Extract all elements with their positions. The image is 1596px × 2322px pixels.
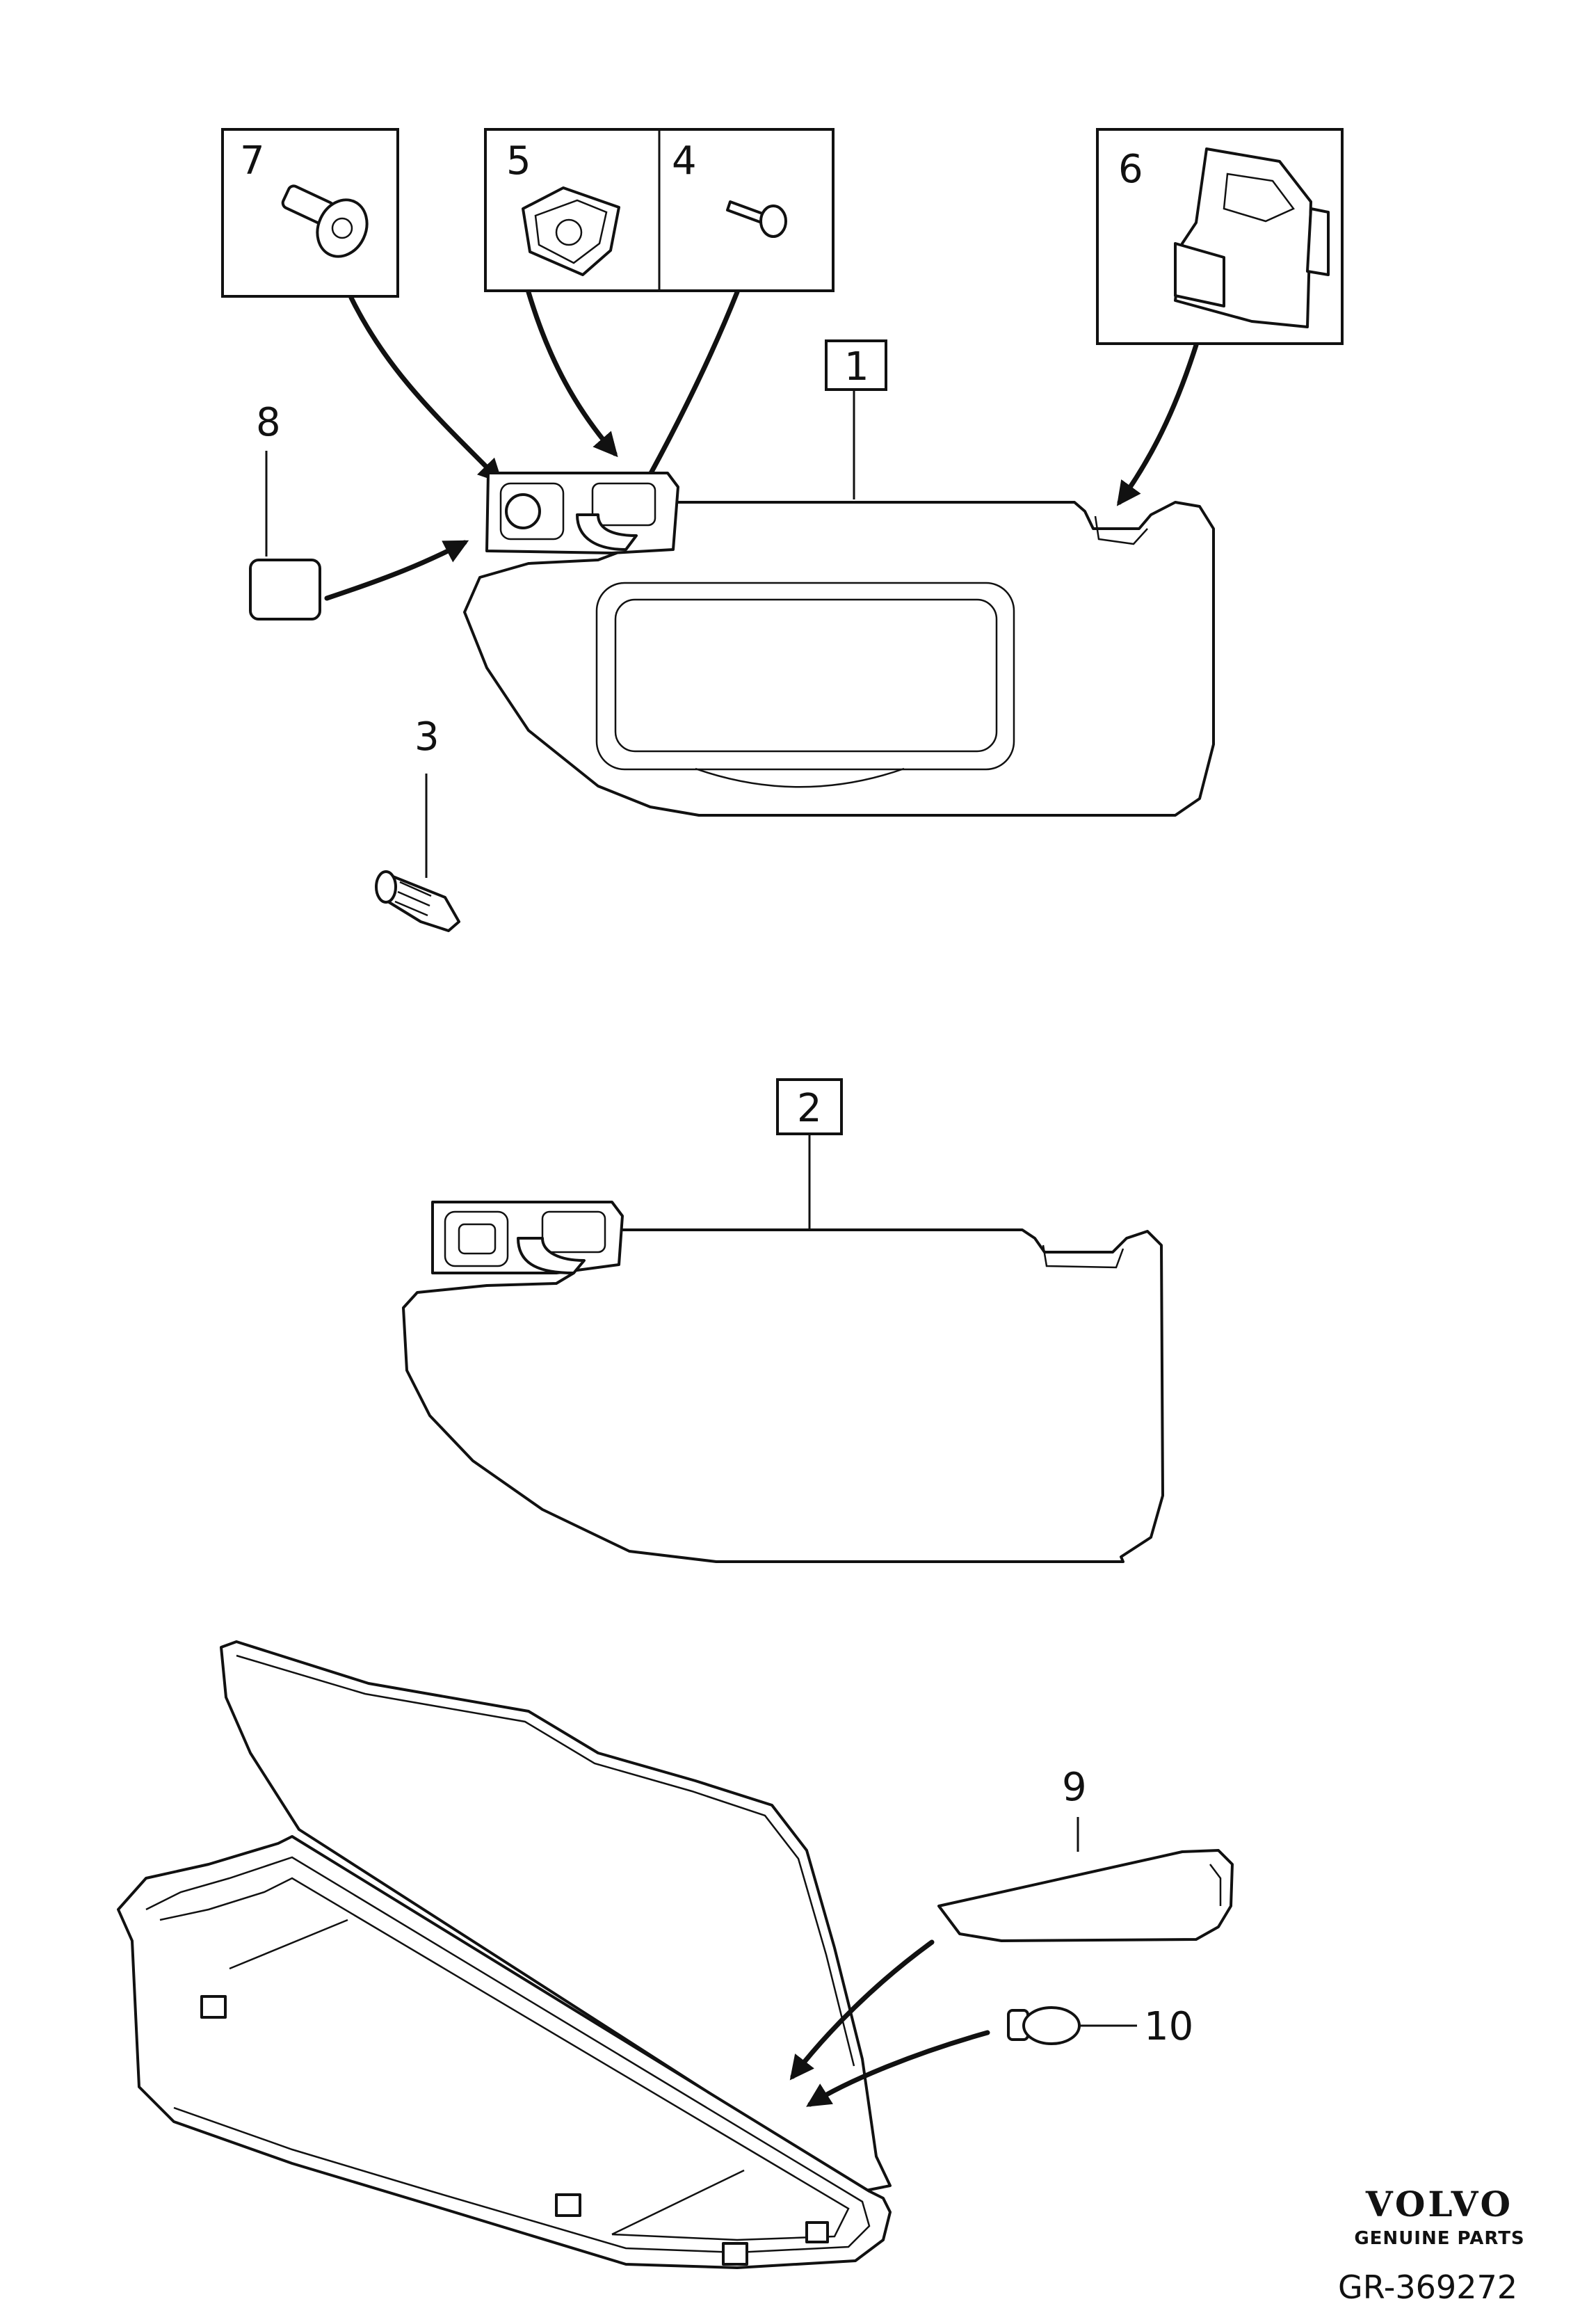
mount-bracket-2	[431, 1201, 624, 1274]
mount-bracket-1	[485, 472, 679, 554]
callout-8: 8	[256, 400, 281, 445]
callout-10-group: 10	[1007, 2004, 1193, 2049]
callout-2: 2	[797, 1086, 822, 1131]
callout-5: 5	[506, 138, 531, 184]
detail-box-7: 7	[221, 128, 399, 298]
bulb-part-10	[1007, 2006, 1081, 2045]
callout-9: 9	[1062, 1765, 1087, 1810]
vanity-mirror-assembly	[117, 1640, 892, 2269]
callout-box-1: 1	[825, 339, 887, 499]
clip-part-5	[522, 186, 620, 276]
detail-box-6: 6	[1096, 128, 1344, 345]
screw-part-4	[726, 200, 787, 238]
diagram-reference: GR-369272	[1338, 2268, 1517, 2306]
cap-part-8	[249, 559, 321, 620]
callout-10: 10	[1144, 2004, 1193, 2049]
callout-3-group: 3	[375, 714, 460, 932]
holder-part-6	[1174, 147, 1330, 328]
callout-3: 3	[414, 714, 440, 760]
callout-box-2: 2	[776, 1078, 843, 1231]
bulb-part-3	[375, 870, 460, 932]
brand-name: VOLVO	[1365, 2184, 1513, 2225]
sun-visor-part-1	[463, 501, 1215, 817]
callout-8-group: 8	[249, 400, 321, 620]
callout-9-group: 9	[937, 1765, 1234, 1942]
callout-4: 4	[672, 138, 697, 184]
torx-screw-part-7	[281, 184, 369, 258]
detail-box-5-4: 5 4	[484, 128, 835, 292]
callout-6: 6	[1118, 147, 1143, 192]
callout-7: 7	[240, 138, 265, 184]
brand-logo: VOLVO GENUINE PARTS	[1354, 2184, 1524, 2249]
sun-visor-part-2	[402, 1228, 1164, 1563]
cover-part-9	[937, 1849, 1234, 1942]
leader-arrows-bottom	[789, 1939, 990, 2107]
callout-1: 1	[844, 344, 869, 390]
brand-tagline: GENUINE PARTS	[1354, 2228, 1524, 2249]
